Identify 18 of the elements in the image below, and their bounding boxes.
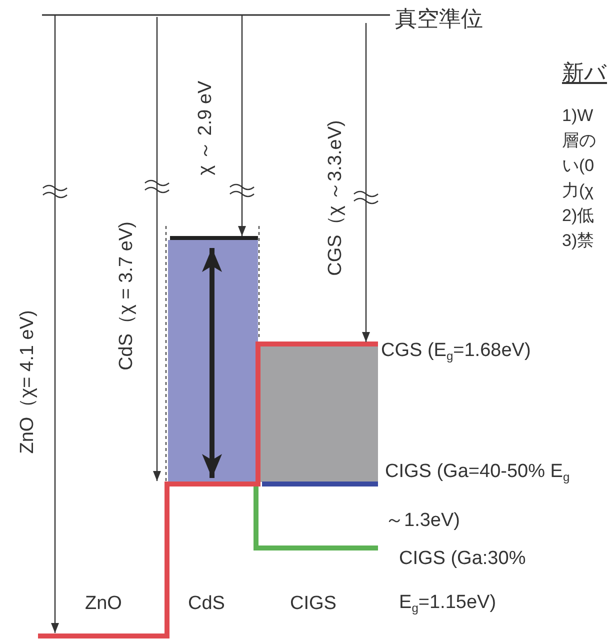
heading: 新バ (562, 60, 607, 86)
list-item: 3)禁 (562, 230, 594, 252)
band-label: CIGS (Ga=40-50% E$_{g}$～1.3eV) (385, 460, 570, 533)
list-item: 1)W (562, 105, 594, 127)
text-line: 力(χ (562, 180, 594, 202)
axis-label: χ ～ 2.9 eV (195, 80, 217, 176)
band-label: CIGS (Ga:30% E$_{g}$=1.15eV) (399, 547, 527, 617)
layer-label: CIGS (290, 593, 336, 615)
text-line: い(0 (562, 155, 594, 177)
axis-label: CGS（χ ～3.3.eV) (325, 120, 347, 276)
axis-label: ZnO（χ= 4.1 eV) (17, 310, 39, 454)
level-label: 真空準位 (395, 6, 483, 32)
layer-label: CdS (188, 593, 225, 615)
band-label: CGS (E$_{g}$=1.68eV) (381, 340, 531, 365)
list-item: 2)低 (562, 205, 594, 227)
text-line: 層の (562, 130, 596, 152)
axis-label: CdS（χ = 3.7 eV) (116, 222, 138, 370)
layer-label: ZnO (85, 593, 122, 615)
